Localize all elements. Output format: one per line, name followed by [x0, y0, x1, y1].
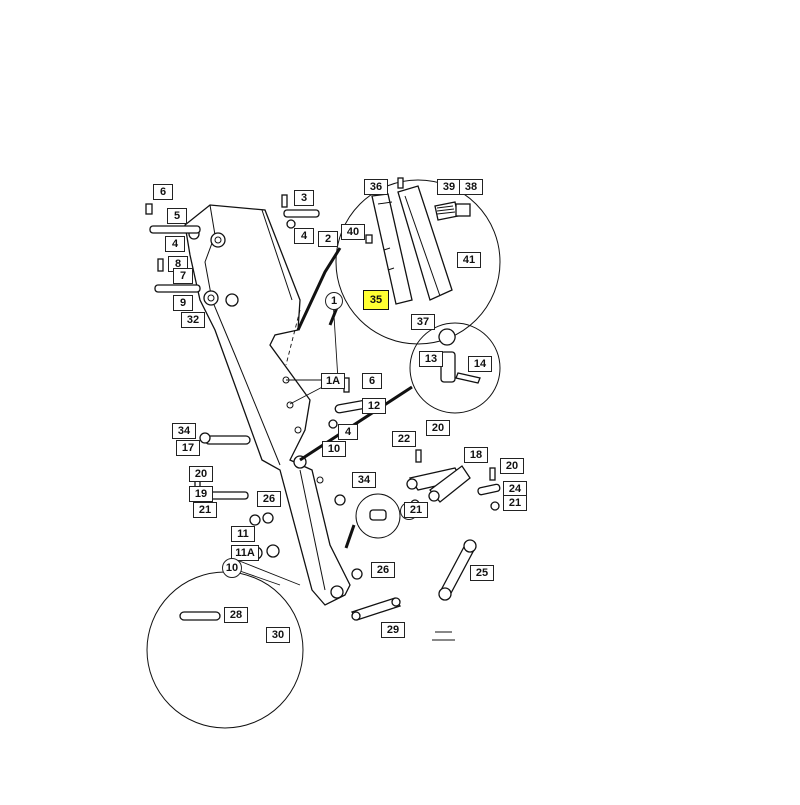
right-links: [351, 449, 501, 621]
callout-3: 3: [294, 190, 314, 206]
callout-7: 7: [173, 268, 193, 284]
callout-41: 41: [457, 252, 481, 268]
callout-40: 40: [341, 224, 365, 240]
callout-1A: 1A: [321, 373, 345, 389]
callout-20: 20: [500, 458, 524, 474]
callout-34: 34: [352, 472, 376, 488]
callout-38: 38: [459, 179, 483, 195]
callout-5: 5: [167, 208, 187, 224]
callout-9: 9: [173, 295, 193, 311]
callout-21: 21: [503, 495, 527, 511]
callout-6: 6: [362, 373, 382, 389]
callout-6: 6: [153, 184, 173, 200]
callout-17: 17: [176, 440, 200, 456]
callout-29: 29: [381, 622, 405, 638]
callout-25: 25: [470, 565, 494, 581]
callout-21: 21: [193, 502, 217, 518]
callout-12: 12: [362, 398, 386, 414]
callout-19: 19: [189, 486, 213, 502]
callout-13: 13: [419, 351, 443, 367]
callout-14: 14: [468, 356, 492, 372]
callout-34: 34: [172, 423, 196, 439]
callout-10: 10: [222, 558, 242, 578]
callout-20: 20: [189, 466, 213, 482]
pin-detail: [409, 322, 501, 414]
callout-11: 11: [231, 526, 255, 542]
callout-18: 18: [464, 447, 488, 463]
callout-4: 4: [165, 236, 185, 252]
callout-35-highlighted: 35: [363, 290, 389, 310]
callout-26: 26: [257, 491, 281, 507]
callout-2: 2: [318, 231, 338, 247]
callout-36: 36: [364, 179, 388, 195]
callout-21: 21: [404, 502, 428, 518]
callout-22: 22: [392, 431, 416, 447]
wear-pad-detail: [296, 177, 501, 345]
callout-4: 4: [338, 424, 358, 440]
callout-39: 39: [437, 179, 461, 195]
callout-4: 4: [294, 228, 314, 244]
callout-20: 20: [426, 420, 450, 436]
callout-10: 10: [322, 441, 346, 457]
callout-37: 37: [411, 314, 435, 330]
callout-1: 1: [325, 292, 343, 310]
callout-11A: 11A: [231, 545, 259, 561]
callout-28: 28: [224, 607, 248, 623]
callout-30: 30: [266, 627, 290, 643]
dipper-arm: [184, 204, 351, 606]
callout-26: 26: [371, 562, 395, 578]
callout-32: 32: [181, 312, 205, 328]
